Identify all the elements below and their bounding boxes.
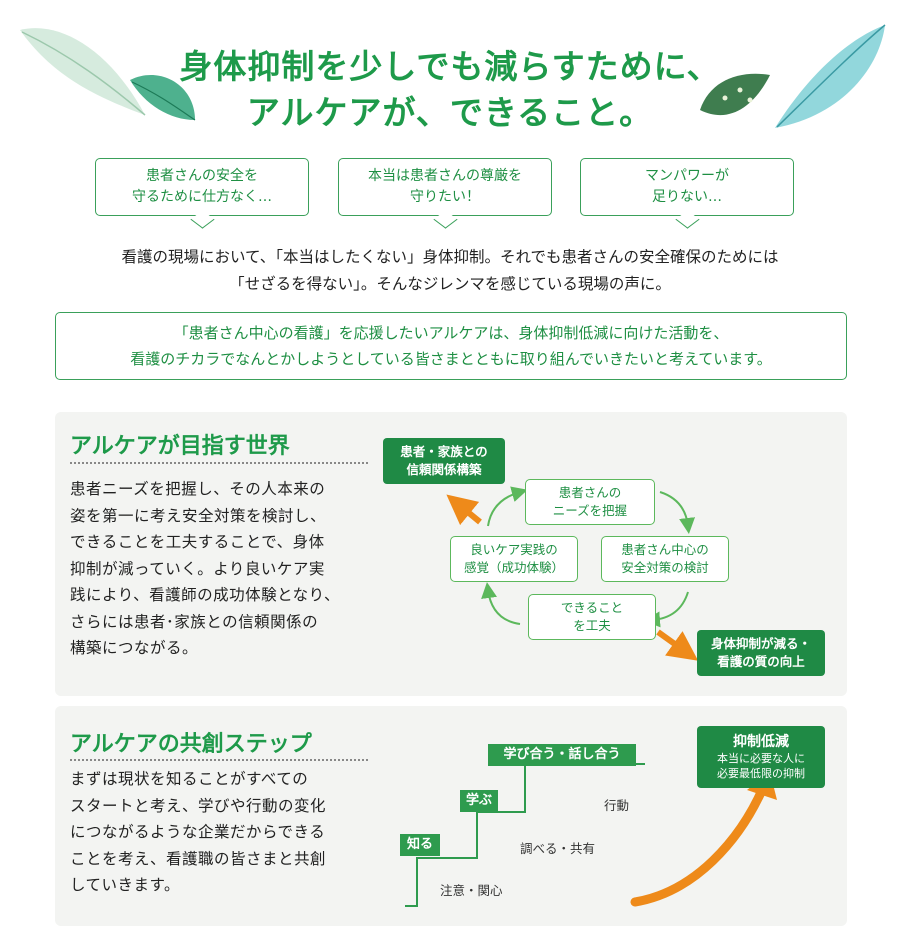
intro-line2: 「せざるを得ない」。そんなジレンマを感じている現場の声に。 <box>229 275 671 293</box>
node-safety: 患者さん中心の 安全対策の検討 <box>601 536 729 582</box>
node-text: 安全対策の検討 <box>621 560 709 575</box>
node-text: を工夫 <box>573 618 611 633</box>
node-text: 看護の質の向上 <box>717 654 805 669</box>
vision-heading: アルケアが目指す世界 <box>70 434 290 459</box>
node-good: 良いケア実践の 感覚（成功体験） <box>450 536 578 582</box>
node-needs: 患者さんの ニーズを把握 <box>525 479 655 525</box>
feather-left-illustration <box>20 28 196 121</box>
node-text: 良いケア実践の <box>470 542 558 557</box>
node-can: できること を工夫 <box>528 594 656 640</box>
heading-divider <box>70 759 368 761</box>
body-line: スタートと考え、学びや行動の変化 <box>70 796 327 815</box>
voice-bubble-text: 守りたい！ <box>410 189 480 205</box>
goal-title: 抑制低減 <box>733 734 789 750</box>
message-line2: 看護のチカラでなんとかしようとしている皆さまとともに取り組んでいきたいと考えてい… <box>130 350 772 368</box>
body-line: していきます。 <box>70 876 180 894</box>
heading-divider <box>70 462 368 464</box>
label-attention: 注意・関心 <box>440 883 503 898</box>
body-line: 抑制が減っていく。より良いケア実 <box>70 559 325 578</box>
message-line1: 「患者さん中心の看護」を応援したいアルケアは、身体抑制低減に向けた活動を、 <box>173 324 729 342</box>
node-text: 身体抑制が減る・ <box>710 636 811 651</box>
body-line: 践により、看護師の成功体験となり、 <box>70 586 340 604</box>
voice-bubble-text: 足りない… <box>652 189 722 205</box>
cycle-arrows <box>446 486 699 661</box>
body-line: 患者ニーズを把握し、その人本来の <box>70 480 326 498</box>
node-text: 感覚（成功体験） <box>463 560 564 575</box>
cocreation-heading: アルケアの共創ステップ <box>70 732 312 757</box>
voice-bubble-text: 守るために仕方なく… <box>132 189 272 205</box>
feather-right-illustration <box>700 24 886 128</box>
step-learn: 学ぶ <box>460 790 498 812</box>
label-research: 調べる・共有 <box>520 841 596 856</box>
voice-bubble-1: 患者さんの安全を 守るために仕方なく… <box>95 158 309 216</box>
vision-body: 患者ニーズを把握し、その人本来の 姿を第一に考え安全対策を検討し、 できることを… <box>70 476 340 662</box>
node-text: 信頼関係構築 <box>406 462 482 477</box>
voice-bubble-text: 本当は患者さんの尊厳を <box>368 168 522 184</box>
body-line: まずは現状を知ることがすべての <box>70 770 309 788</box>
voice-bubble-text: マンパワーが <box>645 168 729 184</box>
node-result: 身体抑制が減る・ 看護の質の向上 <box>697 630 825 676</box>
node-trust: 患者・家族との 信頼関係構築 <box>383 438 505 484</box>
node-text: できること <box>560 600 624 615</box>
node-text: 患者さんの <box>558 485 622 500</box>
cocreation-body: まずは現状を知ることがすべての スタートと考え、学びや行動の変化 につながるよう… <box>70 766 326 899</box>
label-action: 行動 <box>604 798 630 813</box>
voice-bubble-3: マンパワーが 足りない… <box>580 158 794 216</box>
node-text: 患者・家族との <box>400 444 488 459</box>
page-title-line2: アルケアが、できること。 <box>246 93 654 132</box>
body-line: ことを考え、看護職の皆さまと共創 <box>70 849 327 868</box>
body-line: できることを工夫することで、身体 <box>70 533 325 551</box>
body-line: 姿を第一に考え安全対策を検討し、 <box>70 506 327 525</box>
body-line: につながるような企業だからできる <box>70 823 326 841</box>
intro-line1: 看護の現場において、「本当はしたくない」身体抑制。それでも患者さんの安全確保のた… <box>121 248 779 266</box>
goal-text: 必要最低限の抑制 <box>717 767 805 780</box>
node-text: ニーズを把握 <box>552 503 628 518</box>
step-know: 知る <box>400 834 440 856</box>
voice-bubble-text: 患者さんの安全を <box>146 168 258 184</box>
node-text: 患者さん中心の <box>621 542 709 557</box>
voice-bubble-2: 本当は患者さんの尊厳を 守りたい！ <box>338 158 552 216</box>
body-line: 構築につながる。 <box>70 639 199 657</box>
message-box: 「患者さん中心の看護」を応援したいアルケアは、身体抑制低減に向けた活動を、 看護… <box>55 312 847 380</box>
body-line: さらには患者･家族との信頼関係の <box>70 612 319 631</box>
goal-box: 抑制低減 本当に必要な人に 必要最低限の抑制 <box>697 726 825 788</box>
step-share: 学び合う・話し合う <box>488 744 636 766</box>
goal-text: 本当に必要な人に <box>717 752 805 765</box>
page-title-line1: 身体抑制を少しでも減らすために、 <box>179 47 721 86</box>
